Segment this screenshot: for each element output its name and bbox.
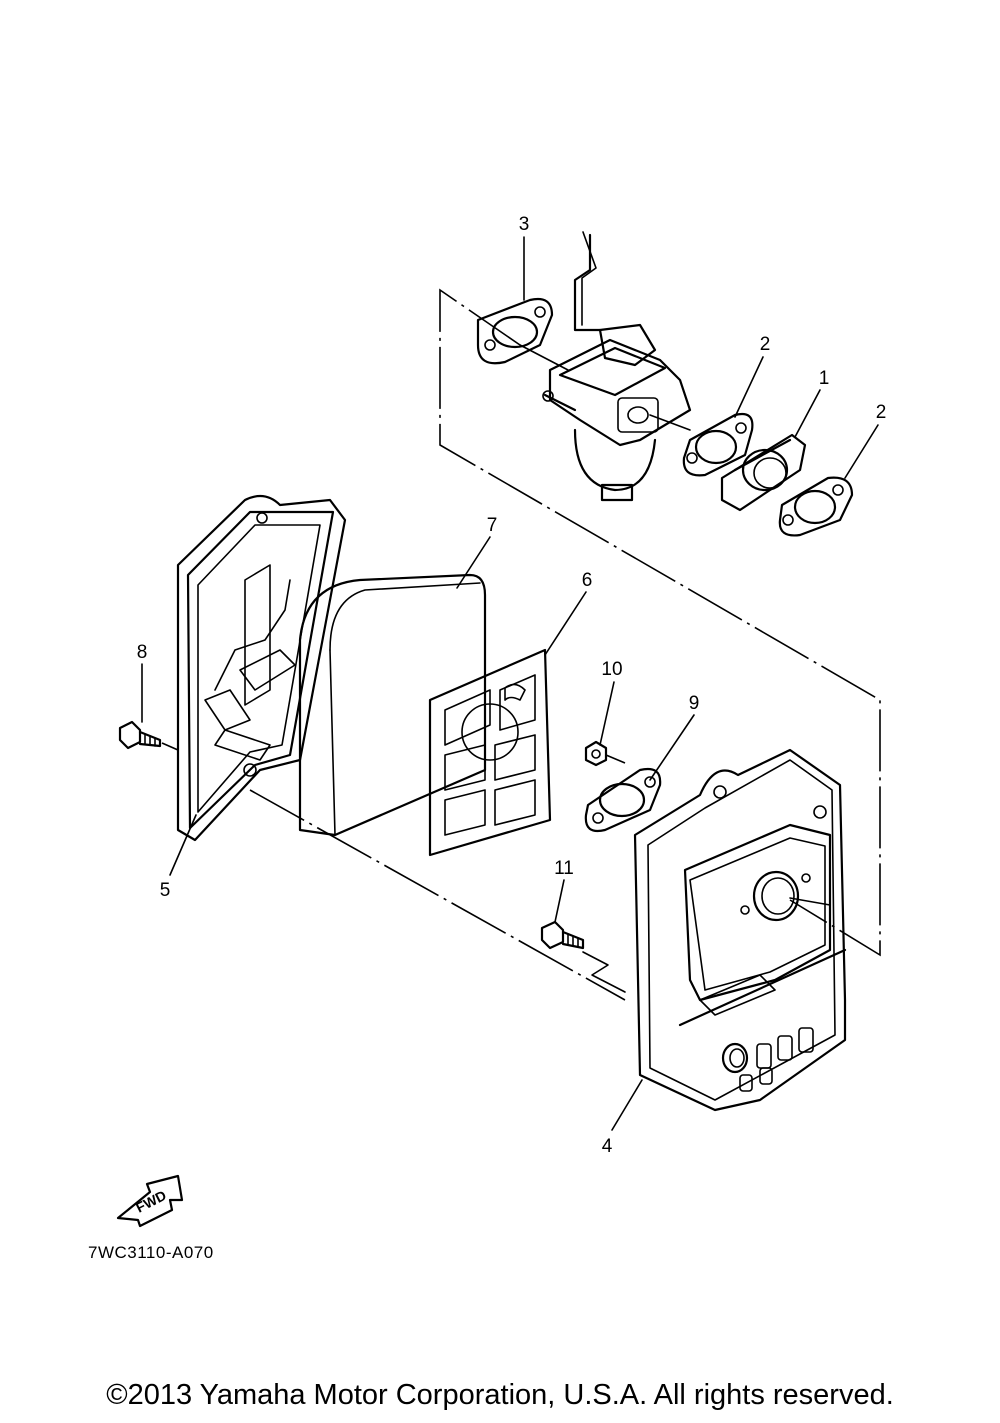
part-3-gasket[interactable]	[476, 297, 554, 365]
part-number-10: 10	[601, 659, 622, 680]
part-number-2b: 2	[876, 402, 887, 423]
copyright-notice: ©2013 Yamaha Motor Corporation, U.S.A. A…	[106, 1379, 894, 1411]
part-number-8: 8	[137, 642, 148, 663]
part-5-air-cleaner-cover[interactable]	[176, 494, 347, 842]
part-9-gasket[interactable]	[584, 767, 662, 833]
part-2-gasket-a[interactable]	[682, 412, 754, 477]
carburetor[interactable]	[519, 231, 692, 502]
part-number-9: 9	[689, 693, 700, 714]
part-number-7: 7	[487, 515, 498, 536]
part-2-gasket-b[interactable]	[778, 476, 854, 537]
assembly-guide-lines	[249, 288, 881, 1001]
part-number-5: 5	[160, 880, 171, 901]
part-number-labels: 3 2 1 2 7 6 8 10 9 11 5 4	[137, 214, 887, 1157]
fwd-label: FWD	[133, 1187, 169, 1216]
part-7-air-filter-element[interactable]	[298, 573, 487, 837]
part-4-air-cleaner-case[interactable]	[633, 748, 847, 1112]
part-11-bolt[interactable]	[540, 920, 585, 950]
part-number-3: 3	[519, 214, 530, 235]
part-number-1: 1	[819, 368, 830, 389]
part-8-bolt[interactable]	[118, 720, 179, 751]
leader-lines	[141, 236, 879, 1131]
part-number-2a: 2	[760, 334, 771, 355]
part-10-nut[interactable]	[584, 740, 626, 767]
forward-direction-arrow: FWD	[116, 1174, 184, 1228]
part-1-intake-joint[interactable]	[720, 433, 807, 512]
part-6-element-holder[interactable]	[428, 648, 552, 857]
part-number-4: 4	[602, 1136, 613, 1157]
part-number-6: 6	[582, 570, 593, 591]
diagram-code: 7WC3110-A070	[88, 1243, 214, 1262]
part-number-11: 11	[554, 858, 574, 879]
